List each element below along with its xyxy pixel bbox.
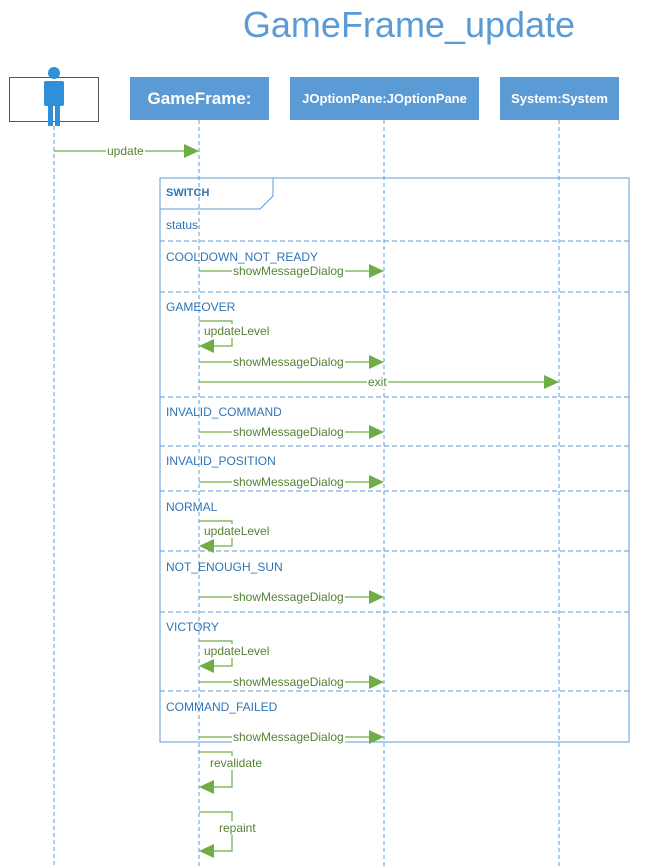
case-label-cooldown: COOLDOWN_NOT_READY: [166, 250, 319, 264]
lifeline-system-header: System:System: [500, 77, 619, 120]
diagram-title-wrap: GameFrame_update: [0, 0, 648, 46]
message-label-revalidate: revalidate: [209, 756, 264, 770]
arrowhead-left: [199, 659, 214, 673]
message-label-update-level: updateLevel: [203, 524, 271, 538]
lifeline-gameframe-header: GameFrame:: [130, 77, 269, 120]
message-label-show-message-dialog: showMessageDialog: [232, 475, 345, 489]
lifeline-joptionpane-header: JOptionPane:JOptionPane: [290, 77, 479, 120]
case-label-invalid-command: INVALID_COMMAND: [166, 405, 282, 419]
fragment-guard: status: [166, 218, 199, 232]
lifeline-gameframe-label: GameFrame:: [147, 88, 252, 108]
arrowhead-right: [544, 375, 559, 389]
arrowhead-right: [369, 590, 384, 604]
message-label-show-message-dialog: showMessageDialog: [232, 590, 345, 604]
case-label-victory: VICTORY: [166, 620, 219, 634]
case-label-normal: NORMAL: [166, 500, 218, 514]
case-label-gameover: GAMEOVER: [166, 300, 236, 314]
arrowhead-right: [184, 144, 199, 158]
message-label-update-level: updateLevel: [203, 324, 271, 338]
arrowhead-right: [369, 355, 384, 369]
diagram-title: GameFrame_update: [242, 4, 576, 45]
message-label-show-message-dialog: showMessageDialog: [232, 425, 345, 439]
arrowhead-right: [369, 425, 384, 439]
arrowhead-right: [369, 475, 384, 489]
arrowhead-right: [369, 675, 384, 689]
case-label-invalid-position: INVALID_POSITION: [166, 454, 276, 468]
message-label-show-message-dialog: showMessageDialog: [232, 675, 345, 689]
arrowhead-left: [199, 339, 214, 353]
case-label-not-enough-sun: NOT_ENOUGH_SUN: [166, 560, 283, 574]
lifeline-joptionpane-label: JOptionPane:JOptionPane: [302, 91, 467, 106]
actor-person-icon: [44, 67, 64, 126]
switch-fragment-frame: [159, 177, 630, 743]
case-label-command-failed: COMMAND_FAILED: [166, 700, 278, 714]
arrowhead-left: [199, 780, 214, 794]
message-label-show-message-dialog: showMessageDialog: [232, 264, 345, 278]
arrowhead-right: [369, 264, 384, 278]
message-label-show-message-dialog: showMessageDialog: [232, 730, 345, 744]
switch-fragment-tab: [160, 178, 274, 210]
message-label-repaint: repaint: [218, 821, 257, 835]
message-label-show-message-dialog: showMessageDialog: [232, 355, 345, 369]
message-label-exit: exit: [367, 375, 388, 389]
arrow-heads: [184, 144, 559, 858]
lifeline-system-label: System:System: [511, 91, 608, 106]
arrowhead-left: [199, 844, 214, 858]
message-label-update: update: [106, 144, 145, 158]
arrowhead-left: [199, 539, 214, 553]
arrowhead-right: [369, 730, 384, 744]
fragment-operator: SWITCH: [166, 187, 210, 199]
case-separators: [160, 240, 629, 692]
message-label-update-level: updateLevel: [203, 644, 271, 658]
